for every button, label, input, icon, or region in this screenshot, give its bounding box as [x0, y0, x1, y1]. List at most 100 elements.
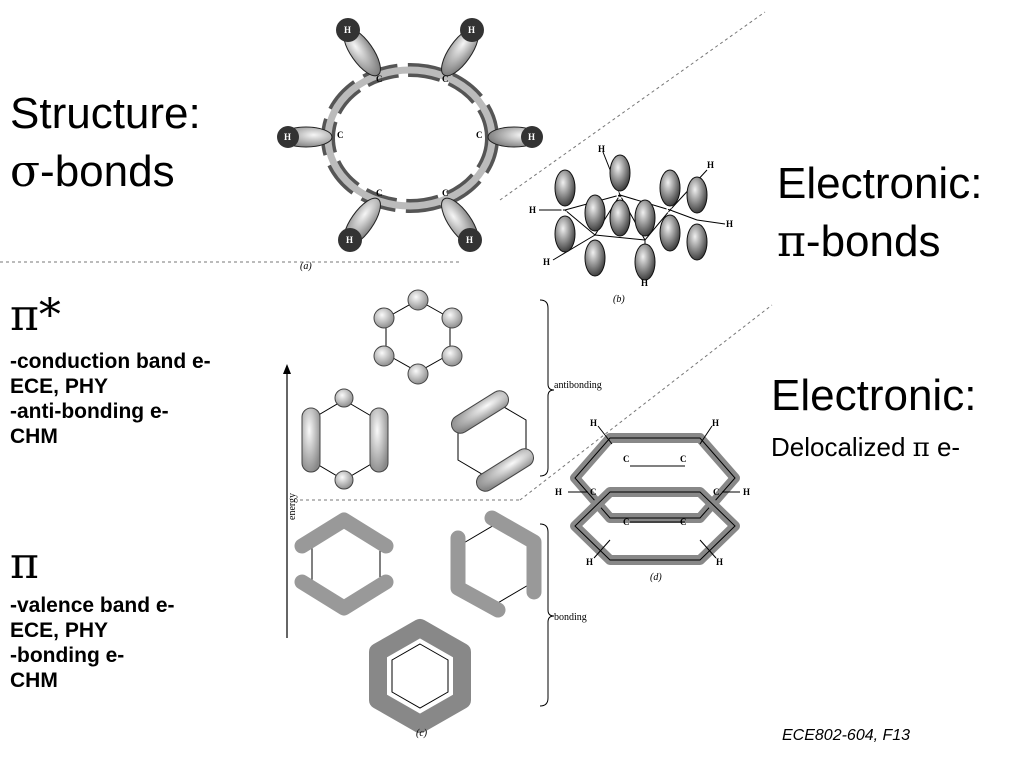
- svg-text:C: C: [590, 487, 597, 497]
- pi-line-3: -bonding e-: [10, 644, 125, 667]
- pi-star-description: -conduction band e- ECE, PHY -anti-bondi…: [10, 349, 211, 449]
- antibonding-left-lobe-1: [301, 407, 321, 473]
- atom-labels-b: H H H H H H C C C: [529, 144, 733, 288]
- pi-symbol: π: [10, 538, 39, 589]
- ring-bonds-d: [568, 425, 740, 559]
- antibonding-left-lobe-3: [334, 388, 354, 408]
- carbon-labels-a: C C C C C C: [337, 74, 483, 198]
- lower-ring-outline: [574, 491, 736, 561]
- atom-labels-d: H H H H H H C C C C C C: [555, 418, 750, 567]
- sigma-bonds-heading: σ-bonds: [10, 146, 175, 198]
- figure-d-delocalized: H H H H H H C C C C C C (d): [555, 418, 750, 583]
- divider-ab-diagonal: [499, 11, 766, 201]
- pi-star-line-1: -conduction band e-: [10, 350, 211, 373]
- pi-bonds-symbol: π: [777, 216, 806, 267]
- hydrogen-atoms-a: [277, 18, 543, 252]
- svg-text:H: H: [598, 144, 605, 154]
- svg-text:H: H: [466, 235, 473, 245]
- delocalized-heading: Delocalized π e-: [771, 432, 960, 463]
- antibonding-bracket: [539, 299, 555, 477]
- pi-line-1: -valence band e-: [10, 594, 175, 617]
- svg-text:C: C: [442, 74, 449, 84]
- delocalized-suffix: e-: [929, 432, 961, 462]
- pi-description: -valence band e- ECE, PHY -bonding e- CH…: [10, 593, 175, 693]
- sigma-bonds-suffix: -bonds: [40, 147, 175, 196]
- svg-text:H: H: [726, 219, 733, 229]
- svg-text:C: C: [561, 205, 568, 215]
- svg-text:H: H: [555, 487, 562, 497]
- figure-b-pi-orbitals: H H H H H H C C C (b): [529, 144, 733, 305]
- sigma-symbol: σ: [10, 146, 41, 197]
- svg-text:C: C: [376, 74, 383, 84]
- figure-c-label: (c): [416, 728, 428, 739]
- svg-text:C: C: [476, 130, 483, 140]
- pi-bonds-heading: π-bonds: [777, 216, 940, 268]
- svg-text:H: H: [707, 160, 714, 170]
- bonding-bottom-ring: [369, 619, 471, 733]
- antibonding-left-lobe-4: [334, 470, 354, 490]
- svg-text:H: H: [716, 557, 723, 567]
- delocalized-prefix: Delocalized: [771, 432, 913, 462]
- svg-text:C: C: [713, 487, 720, 497]
- electronic-pi-title: Electronic:: [777, 159, 983, 208]
- figure-a-label: (a): [300, 261, 312, 272]
- svg-text:H: H: [346, 235, 353, 245]
- pi-star-line-2: ECE, PHY: [10, 375, 109, 398]
- upper-ring-outline: [574, 437, 736, 519]
- svg-text:H: H: [528, 132, 535, 142]
- svg-text:C: C: [442, 188, 449, 198]
- antibonding-label: antibonding: [554, 380, 602, 391]
- svg-text:H: H: [344, 25, 351, 35]
- energy-label: energy: [287, 493, 298, 520]
- svg-text:H: H: [641, 278, 648, 288]
- pi-line-2: ECE, PHY: [10, 619, 109, 642]
- svg-text:C: C: [616, 190, 623, 200]
- svg-text:C: C: [376, 188, 383, 198]
- structure-title: Structure:: [10, 89, 201, 138]
- pi-bonds-suffix: -bonds: [805, 217, 941, 266]
- pi-star-line-4: CHM: [10, 425, 58, 448]
- ch-lobes: [279, 27, 541, 247]
- bonding-bracket: [539, 523, 555, 707]
- delocalized-pi-symbol: π: [912, 433, 930, 463]
- pi-star-symbol: π*: [10, 290, 61, 341]
- svg-text:H: H: [586, 557, 593, 567]
- svg-text:C: C: [680, 517, 687, 527]
- pi-line-4: CHM: [10, 669, 58, 692]
- antibonding-right-lobe-2: [475, 448, 535, 492]
- antibonding-top-hexagon: [385, 299, 451, 373]
- figure-a-sigma-bonds: H H H H H H C C C C C C (a): [277, 18, 543, 272]
- bonding-right-lobe-1: [450, 530, 506, 618]
- svg-text:C: C: [623, 454, 630, 464]
- figure-d-label: (d): [650, 572, 662, 583]
- antibonding-left-lobe-2: [369, 407, 389, 473]
- figure-b-label: (b): [613, 294, 625, 305]
- bonding-left-lobe-upper: [294, 512, 394, 554]
- bonding-label: bonding: [554, 612, 587, 623]
- pi-star-line-3: -anti-bonding e-: [10, 400, 169, 423]
- svg-text:C: C: [666, 205, 673, 215]
- sigma-ring-inner: [324, 66, 496, 210]
- antibonding-right-lobe-1: [450, 390, 510, 434]
- antibonding-top-lobes: [373, 289, 463, 385]
- svg-text:H: H: [590, 418, 597, 428]
- svg-text:C: C: [680, 454, 687, 464]
- divider-cd-diagonal: [519, 304, 773, 501]
- svg-text:H: H: [468, 25, 475, 35]
- energy-arrow-icon: [283, 364, 291, 374]
- svg-text:H: H: [712, 418, 719, 428]
- svg-text:H: H: [543, 257, 550, 267]
- p-orbital-lobes: [554, 154, 708, 281]
- electronic-delocalized-title: Electronic:: [771, 371, 977, 420]
- svg-text:C: C: [623, 517, 630, 527]
- bonding-right-lobe-2: [484, 510, 542, 600]
- svg-text:H: H: [743, 487, 750, 497]
- svg-text:H: H: [284, 132, 291, 142]
- svg-text:C: C: [337, 130, 344, 140]
- svg-text:H: H: [529, 205, 536, 215]
- bonding-left-lobe-lower: [294, 574, 394, 616]
- figure-c-energy-levels: energy antibonding bonding (c): [283, 289, 602, 739]
- bonding-bottom-hexagon: [391, 643, 449, 709]
- course-footer: ECE802-604, F13: [782, 727, 911, 744]
